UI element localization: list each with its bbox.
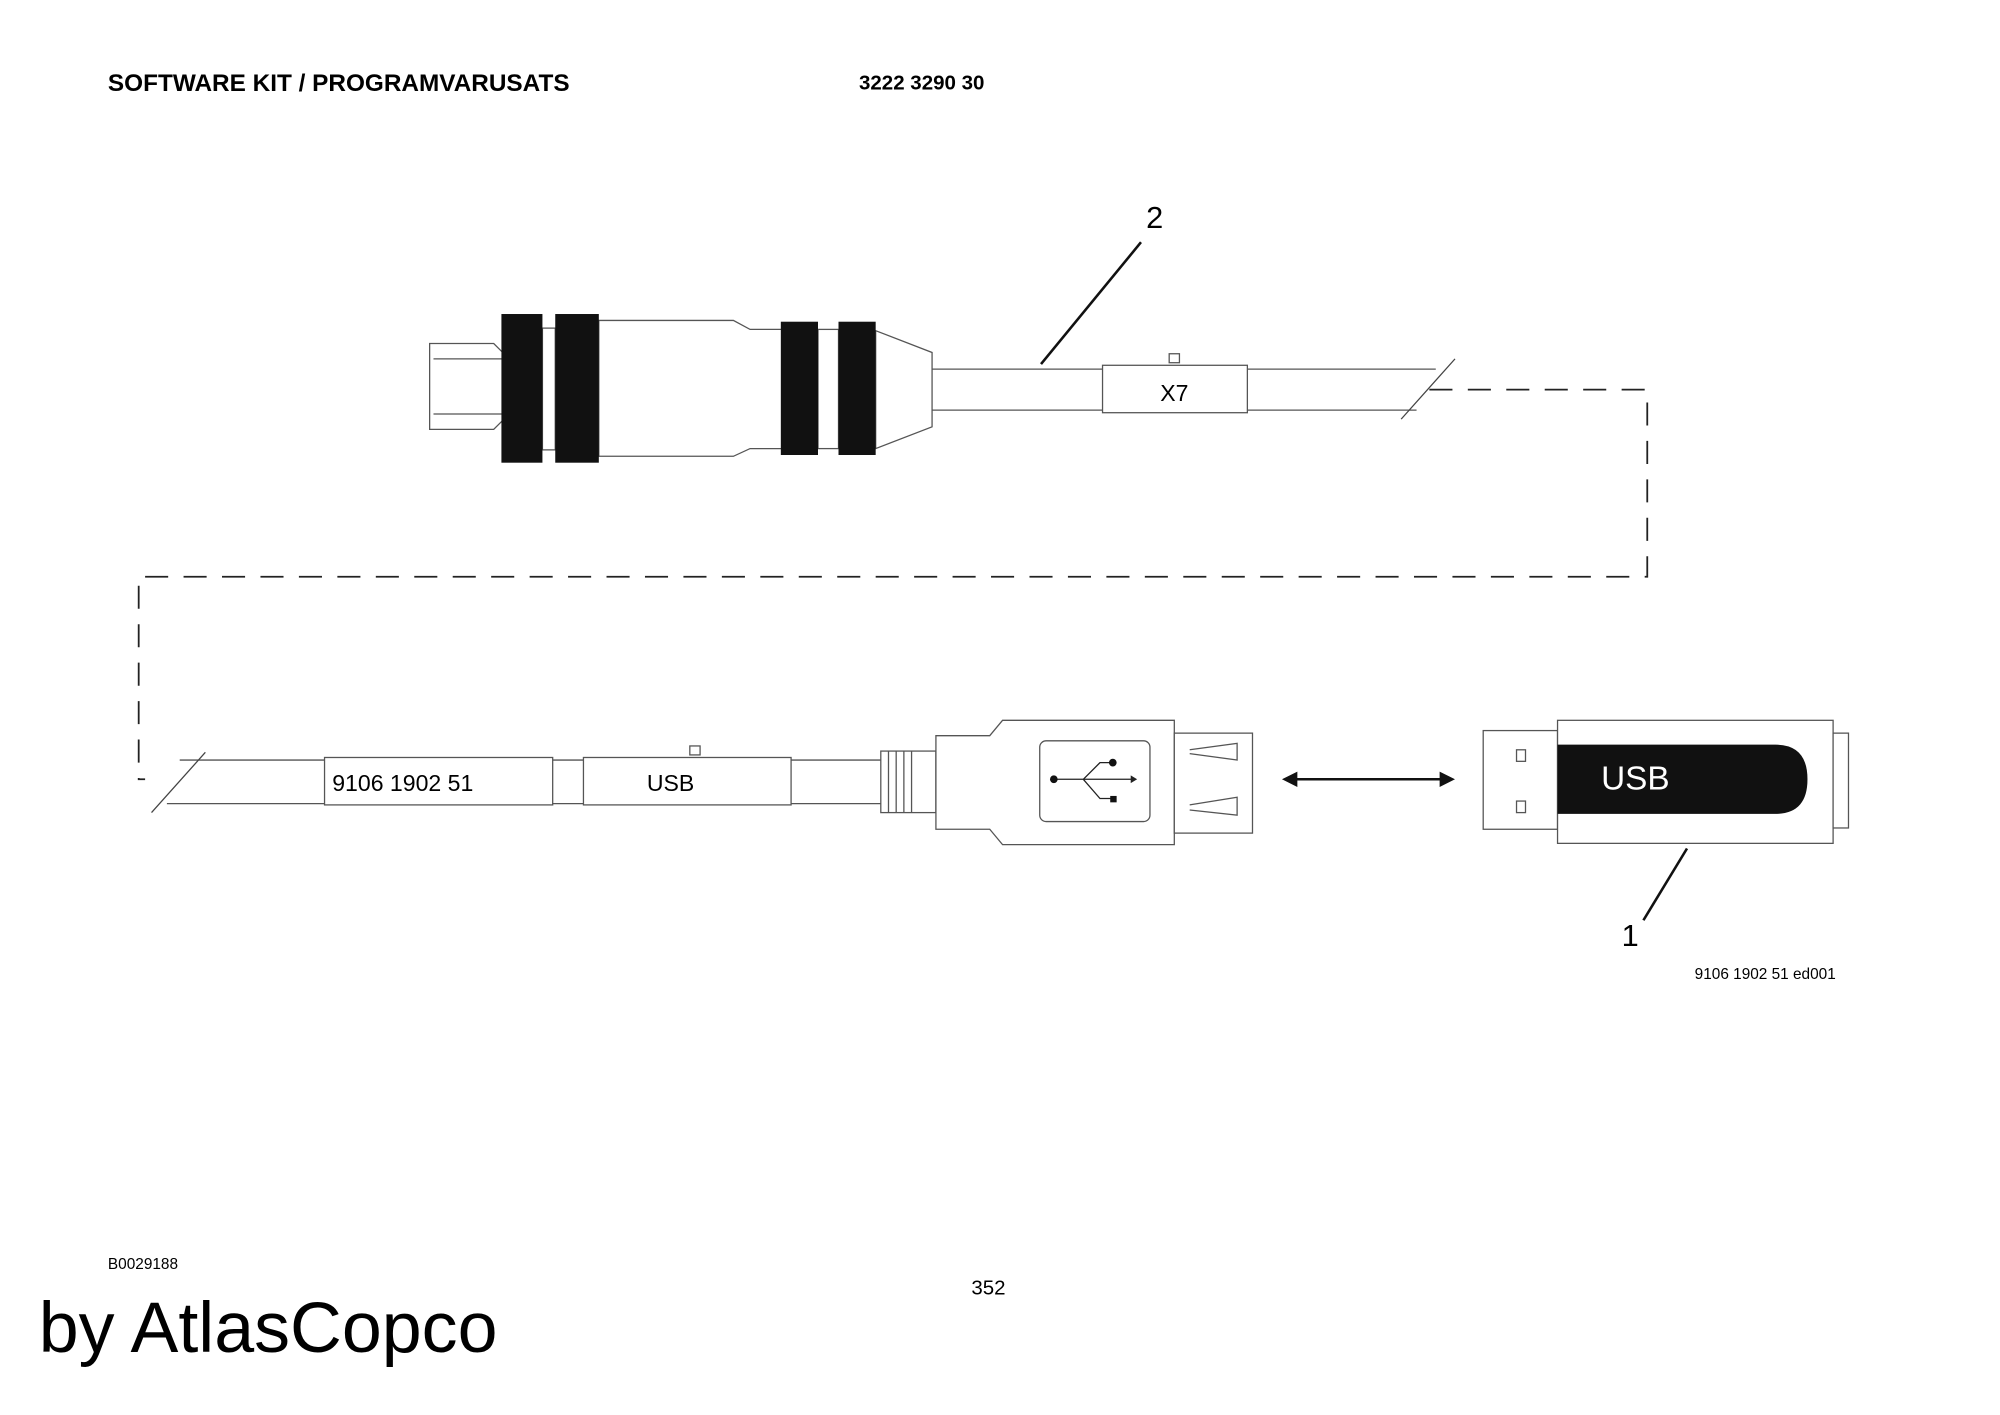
callout-1-leader [1642,847,1689,921]
cable-continuation-dashed-line [137,388,1649,781]
usb-cable-marker [582,756,792,806]
usb-a-plug [880,719,1254,846]
x7-cable-marker [1101,364,1249,414]
document-code: B0029188 [108,1256,178,1273]
drawing-reference: 9106 1902 51 ed001 [1695,966,1836,983]
kit-part-number: 3222 3290 30 [859,72,984,95]
callout-2: 2 [1146,200,1163,235]
part-number-cable-marker [323,756,554,806]
callout-1: 1 [1622,918,1639,953]
callout-2-leader [1040,241,1142,365]
cable-part-number-label: 9106 1902 51 [332,770,473,796]
x7-label: X7 [1160,380,1188,406]
usb-cable-label: USB [647,770,694,796]
page-number: 352 [971,1277,1005,1300]
m12-connector [429,314,933,463]
usb-stick-label: USB [1601,761,1670,798]
top-cable: X7 [932,353,1456,420]
atlas-copco-watermark: by AtlasCopco [39,1288,498,1368]
usb-memory-stick: USB [1482,719,1850,845]
bottom-cable: 9106 1902 51 USB [151,745,881,814]
connection-arrow-icon [1281,771,1456,787]
document-title: SOFTWARE KIT / PROGRAMVARUSATS [108,70,570,97]
usb-symbol-icon [1039,740,1151,823]
